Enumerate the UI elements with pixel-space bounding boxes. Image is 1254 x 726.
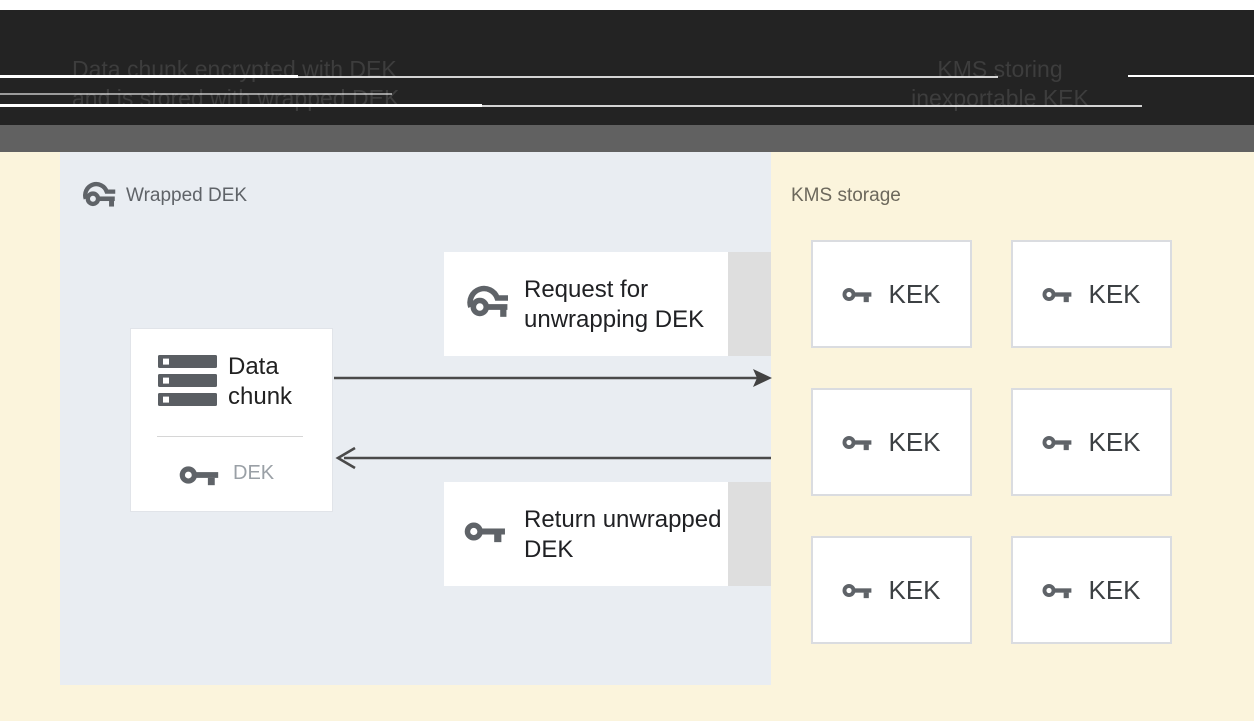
header-note-right-line1: KMS storing bbox=[937, 56, 1063, 82]
kek-label: KEK bbox=[888, 278, 941, 309]
request-unwrap-box bbox=[444, 252, 728, 356]
glitch-line bbox=[0, 104, 482, 107]
request-box-gray-extension bbox=[728, 252, 771, 356]
glitch-line bbox=[482, 105, 1142, 107]
key-icon bbox=[1042, 432, 1075, 453]
kek-box: KEK bbox=[1011, 388, 1172, 496]
kek-label: KEK bbox=[888, 574, 941, 605]
data-stack-icon bbox=[158, 355, 217, 406]
key-icon bbox=[1042, 580, 1075, 601]
wrapped-key-icon bbox=[82, 179, 120, 209]
return-box-gray-extension bbox=[728, 482, 771, 586]
request-unwrap-label: Request for unwrapping DEK bbox=[524, 276, 705, 333]
kek-box: KEK bbox=[811, 536, 972, 644]
kek-label: KEK bbox=[1088, 426, 1141, 457]
kek-label: KEK bbox=[888, 426, 941, 457]
wrapped-key-icon bbox=[466, 283, 514, 319]
glitch-line bbox=[1128, 75, 1254, 77]
header-note-left-line2: and is stored with wrapped DEK bbox=[72, 85, 400, 111]
dek-label: DEK bbox=[233, 462, 275, 484]
key-icon bbox=[842, 284, 875, 305]
kek-box: KEK bbox=[1011, 536, 1172, 644]
glitch-line bbox=[298, 76, 998, 78]
kek-label: KEK bbox=[1088, 574, 1141, 605]
kek-box: KEK bbox=[1011, 240, 1172, 348]
kek-box: KEK bbox=[811, 240, 972, 348]
kms-storage-title: KMS storage bbox=[791, 185, 901, 206]
divider bbox=[157, 436, 303, 437]
key-icon bbox=[842, 580, 875, 601]
subheader-band bbox=[0, 125, 1254, 152]
kek-label: KEK bbox=[1088, 278, 1141, 309]
header-note-right-line2: inexportable KEK bbox=[911, 85, 1089, 111]
wrapped-dek-panel-title: Wrapped DEK bbox=[126, 185, 248, 206]
key-icon bbox=[1042, 284, 1075, 305]
data-chunk-label: Data chunk bbox=[228, 353, 293, 410]
header-note-left-line1: Data chunk encrypted with DEK bbox=[72, 56, 397, 82]
glitch-line bbox=[0, 75, 298, 78]
glitch-line bbox=[0, 93, 392, 95]
return-unwrap-label: Return unwrapped DEK bbox=[524, 506, 722, 563]
key-icon bbox=[464, 517, 510, 546]
key-icon bbox=[842, 432, 875, 453]
key-icon bbox=[179, 461, 223, 489]
kek-box: KEK bbox=[811, 388, 972, 496]
